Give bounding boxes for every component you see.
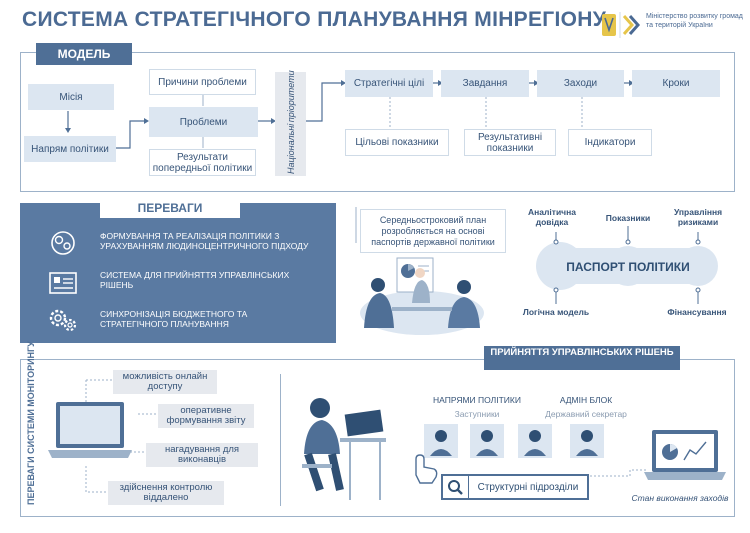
problems-box: Проблеми xyxy=(149,107,258,137)
status-connector xyxy=(590,430,726,480)
indicators-box: Індикатори xyxy=(568,129,652,156)
secretary-label: Державний секретар xyxy=(545,409,627,419)
passport-diagram xyxy=(536,226,718,304)
mission-box: Місія xyxy=(28,84,114,110)
monitoring-item-online: можливість онлайн доступу xyxy=(113,370,217,394)
officials-cards xyxy=(424,424,604,458)
steps-box: Кроки xyxy=(632,70,720,97)
advantage-1-text: ФОРМУВАННЯ ТА РЕАЛІЗАЦІЯ ПОЛІТИКИ З УРАХ… xyxy=(100,231,309,251)
units-label: Структурні підрозділи xyxy=(477,481,579,493)
admin-label: АДМІН БЛОК xyxy=(559,395,613,405)
hand-pointer-icon xyxy=(415,454,438,484)
policy-direction-box: Напрям політики xyxy=(24,136,116,162)
monitoring-item-reminders: нагадування для виконавців xyxy=(146,443,258,467)
passport-finance: Фінансування xyxy=(667,307,727,317)
tasks-box: Завдання xyxy=(441,70,529,97)
monitoring-item-report: оперативне формування звіту xyxy=(158,404,254,428)
causes-box: Причини проблеми xyxy=(149,69,256,95)
target-indicators-box: Цільові показники xyxy=(345,129,449,156)
logo-text: Міністерство розвитку громад та територі… xyxy=(646,13,743,29)
advantages-tag: ПЕРЕВАГИ xyxy=(100,198,240,218)
bottom-section xyxy=(20,359,735,517)
decisions-tag: ПРИЙНЯТТЯ УПРАВЛІНСЬКИХ РІШЕНЬ xyxy=(484,346,680,370)
model-tag: МОДЕЛЬ xyxy=(36,43,132,65)
monitoring-side-label: ПЕРЕВАГИ СИСТЕМИ МОНІТОРИНГУ xyxy=(16,340,46,507)
plan-note: Середньостроковий план розробляється на … xyxy=(360,209,506,253)
gears-icon xyxy=(49,309,77,332)
units-search-bar[interactable]: Структурні підрозділи xyxy=(441,474,589,500)
meeting-illustration xyxy=(355,207,484,335)
search-icon xyxy=(443,476,469,498)
advantage-3-text: СИНХРОНІЗАЦІЯ БЮДЖЕТНОГО ТА СТРАТЕГІЧНОГ… xyxy=(100,309,248,329)
strategic-goals-box: Стратегічні цілі xyxy=(345,70,433,97)
ministry-logo: Міністерство розвитку громад та територі… xyxy=(598,10,743,40)
monitoring-item-control: здійснення контролю віддалено xyxy=(108,481,224,505)
policy-dirs-label: НАПРЯМИ ПОЛІТИКИ xyxy=(433,395,521,405)
passport-logic: Логічна модель xyxy=(522,307,590,317)
passport-risk: Управління ризиками xyxy=(673,207,723,227)
deputies-label: Заступники xyxy=(454,409,500,419)
monitoring-side-text: ПЕРЕВАГИ СИСТЕМИ МОНІТОРИНГУ xyxy=(26,340,36,505)
passport-analytic: Аналітична довідка xyxy=(528,207,576,227)
worker-illustration xyxy=(302,398,386,500)
passport-indicators: Показники xyxy=(605,213,651,223)
result-indicators-box: Результативні показники xyxy=(464,129,556,156)
prev-results-box: Результати попередньої політики xyxy=(149,149,256,176)
measures-box: Заходи xyxy=(537,70,624,97)
bottom-divider xyxy=(280,374,281,506)
brain-gears-icon xyxy=(51,231,75,255)
status-label: Стан виконання заходів xyxy=(631,493,729,503)
monitoring-connectors xyxy=(48,379,158,493)
national-priorities-box: Національні пріоритети xyxy=(275,70,306,176)
trident-icon xyxy=(602,12,641,38)
passport-center-label: ПАСПОРТ ПОЛІТИКИ xyxy=(566,260,690,274)
national-priorities-label: Національні пріоритети xyxy=(285,70,296,174)
model-section xyxy=(20,52,735,192)
advantage-2-text: СИСТЕМА ДЛЯ ПРИЙНЯТТЯ УПРАВЛІНСЬКИХ РІШЕ… xyxy=(100,270,290,290)
dashboard-icon xyxy=(49,272,77,294)
page-title: СИСТЕМА СТРАТЕГІЧНОГО ПЛАНУВАННЯ МІНРЕГІ… xyxy=(22,8,607,31)
